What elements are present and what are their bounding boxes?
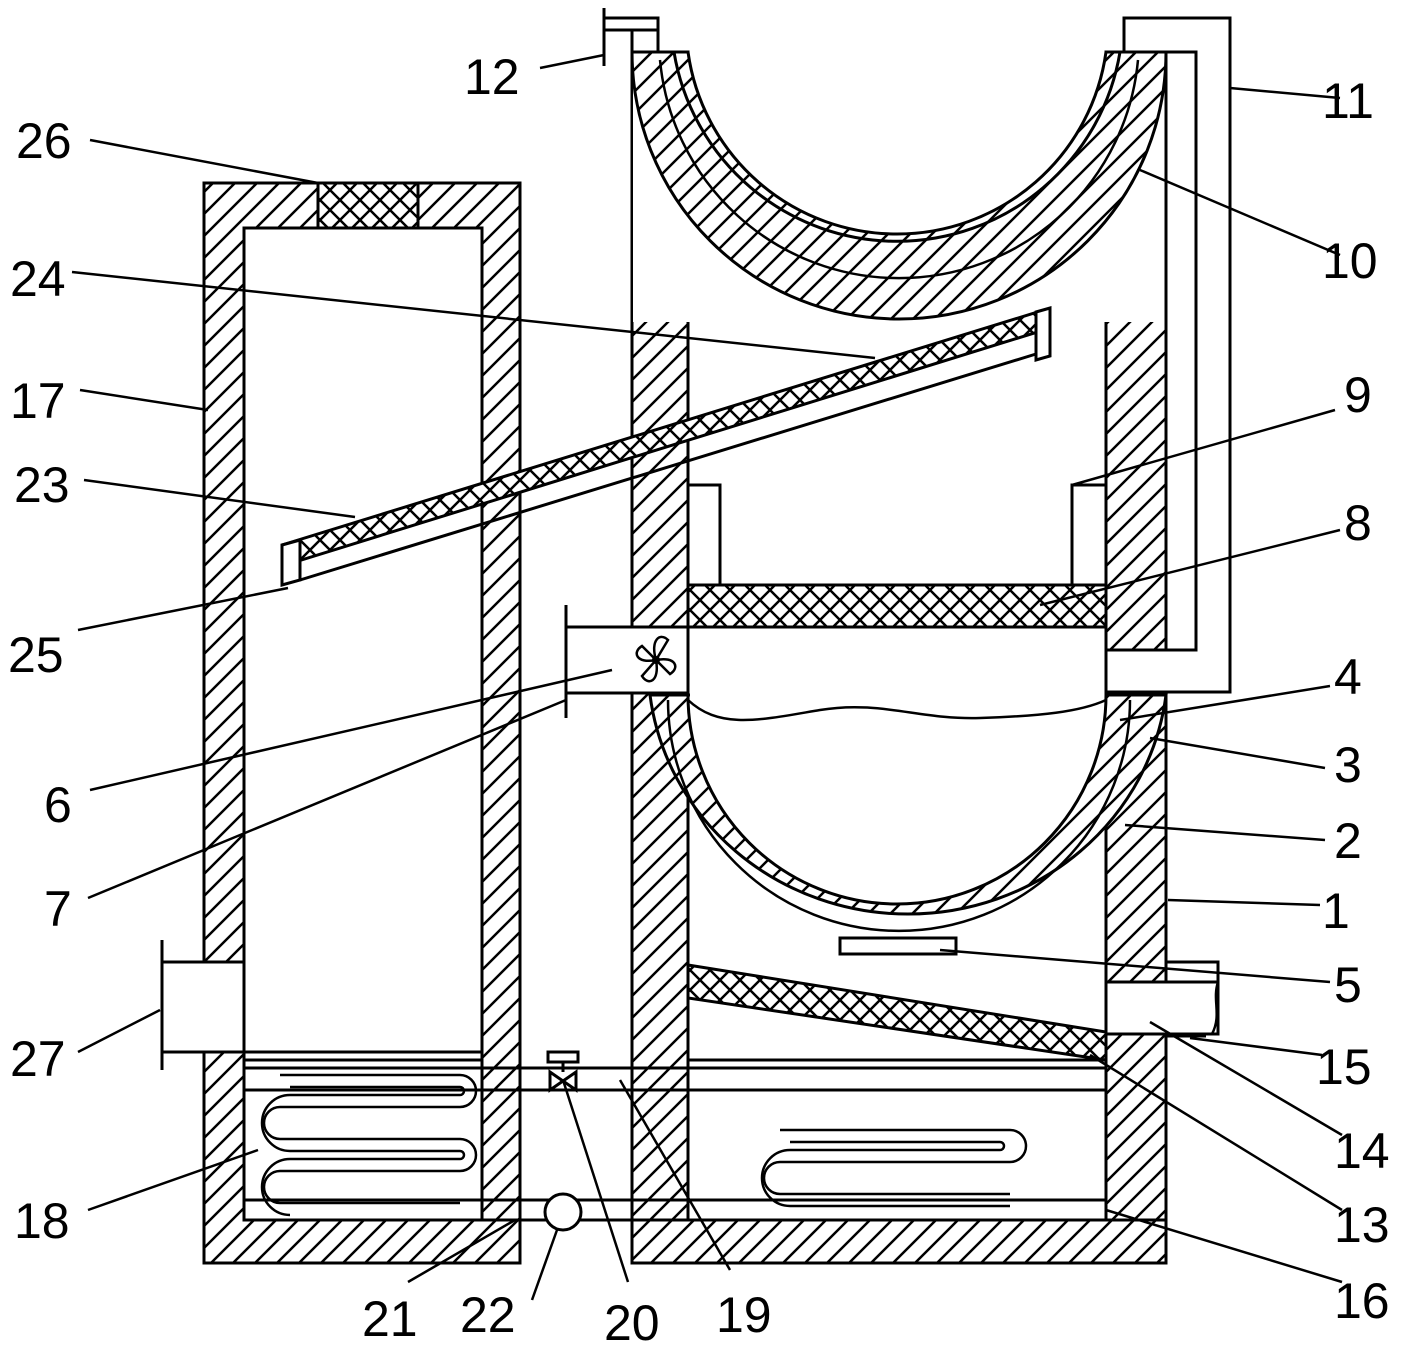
fan (564, 605, 690, 718)
outlet-14 (1104, 960, 1220, 1038)
inclined-filter (686, 963, 1108, 1062)
left-step (686, 483, 722, 587)
top-bowl (630, 50, 1168, 322)
labels: 1 2 3 4 5 6 7 8 9 10 11 12 13 14 15 16 1… (8, 49, 1390, 1346)
left-coil (242, 1058, 484, 1222)
pipe-21 (244, 1198, 1106, 1222)
label-12: 12 (464, 49, 520, 105)
label-7: 7 (44, 881, 72, 937)
label-8: 8 (1344, 495, 1372, 551)
label-21: 21 (362, 1291, 418, 1346)
outlet-pipe (160, 940, 246, 1070)
label-6: 6 (44, 777, 72, 833)
label-10: 10 (1322, 233, 1378, 289)
pipe-12 (602, 8, 660, 66)
label-1: 1 (1322, 883, 1350, 939)
label-24: 24 (10, 251, 66, 307)
label-26: 26 (16, 113, 72, 169)
label-13: 13 (1334, 1197, 1390, 1253)
bottom-chamber (686, 1058, 1108, 1222)
label-20: 20 (604, 1295, 660, 1346)
top-filter (316, 181, 420, 230)
label-17: 17 (10, 373, 66, 429)
left-tank (160, 181, 522, 1265)
pipe-11 (1104, 16, 1232, 694)
pump (543, 1192, 583, 1232)
label-23: 23 (14, 457, 70, 513)
label-18: 18 (14, 1193, 70, 1249)
label-14: 14 (1334, 1123, 1390, 1179)
label-9: 9 (1344, 367, 1372, 423)
label-27: 27 (10, 1031, 66, 1087)
label-5: 5 (1334, 957, 1362, 1013)
inclined-channel (280, 306, 1052, 587)
valve (546, 1050, 580, 1093)
label-22: 22 (460, 1287, 516, 1343)
label-4: 4 (1334, 649, 1362, 705)
right-step (1070, 483, 1108, 587)
label-15: 15 (1316, 1039, 1372, 1095)
label-2: 2 (1334, 813, 1362, 869)
label-16: 16 (1334, 1273, 1390, 1329)
label-19: 19 (716, 1287, 772, 1343)
pipe-19 (244, 1066, 1106, 1092)
leader-lines (71, 53, 1343, 1301)
label-3: 3 (1334, 737, 1362, 793)
bottom-bowl (648, 693, 1168, 956)
filter-plate (686, 583, 1108, 629)
label-25: 25 (8, 627, 64, 683)
label-11: 11 (1322, 73, 1374, 129)
